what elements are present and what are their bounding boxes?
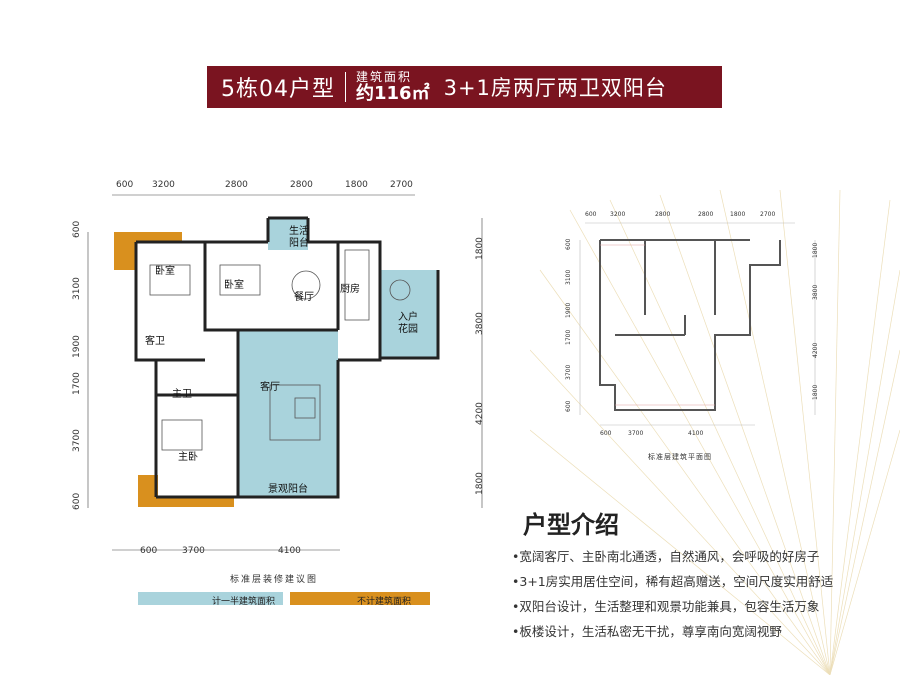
main-bottom-dim: 3700 bbox=[182, 546, 205, 556]
room-entry-garden: 入户花园 bbox=[398, 312, 418, 335]
layout-description: 3+1房两厅两卫双阳台 bbox=[443, 76, 667, 100]
main-right-dim: 1800 bbox=[475, 237, 485, 260]
main-left-dim: 1900 bbox=[72, 335, 82, 358]
small-bottom-dim: 3700 bbox=[628, 430, 644, 437]
main-top-dim: 3200 bbox=[152, 180, 175, 190]
small-right-dim: 3800 bbox=[812, 284, 819, 300]
room-dining: 餐厅 bbox=[294, 292, 314, 303]
intro-bullet: •宽阔客厅、主卧南北通透，自然通风，会呼吸的好房子 bbox=[512, 549, 820, 564]
intro-bullet: •3+1房实用居住空间，稀有超高赠送，空间尺度实用舒适 bbox=[512, 574, 834, 589]
unit-type: 5栋04户型 bbox=[221, 77, 335, 102]
main-right-dim: 1800 bbox=[475, 472, 485, 495]
room-guest-bath: 客卫 bbox=[145, 336, 165, 347]
main-floor-plan bbox=[87, 194, 483, 551]
room-view-balcony: 景观阳台 bbox=[268, 484, 308, 495]
banner-divider bbox=[345, 72, 346, 102]
small-left-dim: 1900 bbox=[565, 302, 572, 318]
main-top-dim: 2700 bbox=[390, 180, 413, 190]
small-top-dim: 2800 bbox=[655, 211, 671, 218]
small-top-dim: 600 bbox=[585, 211, 597, 218]
small-left-dim: 3100 bbox=[565, 269, 572, 285]
small-top-dim: 1800 bbox=[730, 211, 746, 218]
main-right-dim: 4200 bbox=[475, 402, 485, 425]
room-master-bed: 主卧 bbox=[178, 452, 198, 463]
main-left-dim: 600 bbox=[72, 220, 82, 238]
title-banner: 5栋04户型 建筑面积 约116㎡ 3+1房两厅两卫双阳台 bbox=[207, 66, 722, 108]
small-left-dim: 1700 bbox=[565, 329, 572, 345]
main-top-dim: 2800 bbox=[225, 180, 248, 190]
small-left-dim: 600 bbox=[565, 238, 572, 250]
main-left-dim: 1700 bbox=[72, 372, 82, 395]
legend-no-area-label: 不计建筑面积 bbox=[357, 597, 412, 607]
small-plan-caption: 标准层建筑平面图 bbox=[648, 453, 712, 461]
small-top-dim: 2700 bbox=[760, 211, 776, 218]
small-right-dim: 1800 bbox=[812, 384, 819, 400]
small-right-dim: 1800 bbox=[812, 242, 819, 258]
room-bedroom: 卧室 bbox=[155, 266, 175, 277]
small-bottom-dim: 4100 bbox=[688, 430, 704, 437]
main-left-dim: 3700 bbox=[72, 429, 82, 452]
legend-half-area bbox=[138, 592, 283, 605]
small-top-dim: 3200 bbox=[610, 211, 626, 218]
main-left-dim: 600 bbox=[72, 492, 82, 510]
legend-no-area bbox=[290, 592, 430, 605]
small-top-dim: 2800 bbox=[698, 211, 714, 218]
small-left-dim: 3700 bbox=[565, 364, 572, 380]
area-label: 建筑面积 bbox=[356, 70, 413, 84]
intro-title: 户型介绍 bbox=[523, 511, 619, 539]
small-right-dim: 4200 bbox=[812, 342, 819, 358]
room-bedroom: 卧室 bbox=[224, 280, 244, 291]
intro-bullet: •板楼设计，生活私密无干扰，尊享南向宽阔视野 bbox=[512, 624, 782, 639]
room-living-balcony: 生活阳台 bbox=[289, 226, 309, 249]
main-bottom-dim: 600 bbox=[140, 546, 158, 556]
main-plan-caption: 标准层装修建议图 bbox=[230, 575, 319, 585]
room-living: 客厅 bbox=[260, 382, 280, 393]
small-left-dim: 600 bbox=[565, 400, 572, 412]
intro-bullet: •双阳台设计，生活整理和观景功能兼具，包容生活万象 bbox=[512, 599, 820, 614]
area-stack: 建筑面积 约116㎡ bbox=[356, 71, 430, 103]
area-value: 约116㎡ bbox=[356, 83, 430, 104]
legend-half-area-label: 计一半建筑面积 bbox=[212, 597, 276, 607]
main-left-dim: 3100 bbox=[72, 277, 82, 300]
room-kitchen: 厨房 bbox=[340, 284, 360, 295]
room-master-bath: 主卫 bbox=[172, 389, 192, 400]
main-top-dim: 1800 bbox=[345, 180, 368, 190]
main-bottom-dim: 4100 bbox=[278, 546, 301, 556]
main-top-dim: 2800 bbox=[290, 180, 313, 190]
main-right-dim: 3800 bbox=[475, 312, 485, 335]
main-top-dim: 600 bbox=[116, 180, 134, 190]
small-floor-plan bbox=[579, 222, 816, 426]
decorative-rays bbox=[530, 190, 900, 675]
small-bottom-dim: 600 bbox=[600, 430, 612, 437]
